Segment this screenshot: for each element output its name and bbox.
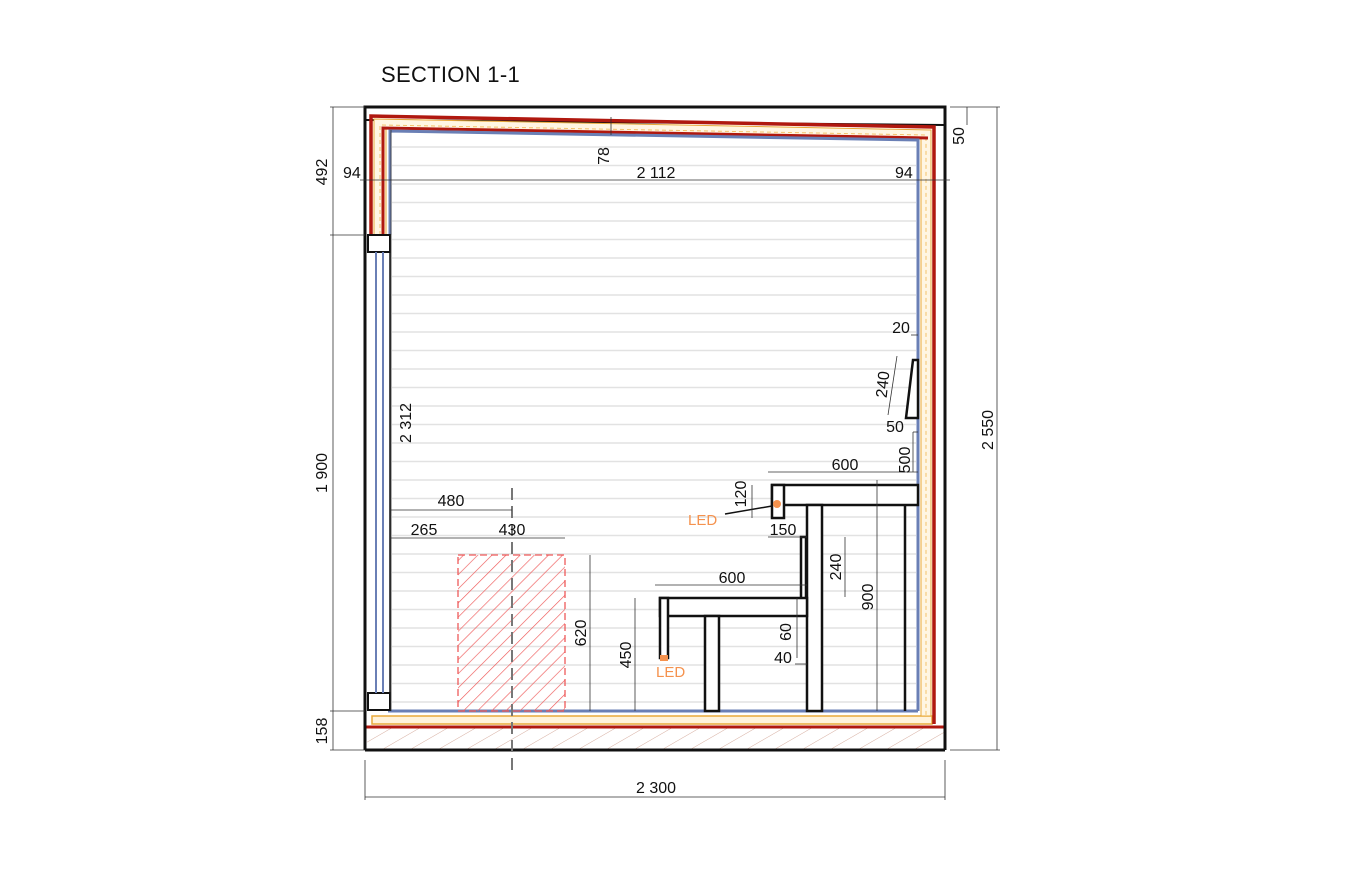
dim-window-height: 1 900 bbox=[314, 453, 331, 493]
dim-total-height: 2 550 bbox=[980, 410, 997, 450]
window bbox=[367, 234, 391, 711]
dim-high-bench-height: 900 bbox=[860, 584, 877, 611]
outer-shell bbox=[363, 105, 947, 750]
dim-backrest-to-bench: 500 bbox=[897, 447, 914, 474]
dim-roof-slope: 78 bbox=[596, 147, 613, 165]
dim-total-width: 2 300 bbox=[636, 780, 676, 797]
dim-interior-height: 2 312 bbox=[398, 403, 415, 443]
dim-floor: 158 bbox=[314, 718, 331, 745]
dim-step-offset: 150 bbox=[770, 522, 797, 539]
floor-slab bbox=[367, 727, 945, 750]
dim-backrest-height: 240 bbox=[874, 370, 894, 398]
dim-zone-center: 480 bbox=[438, 493, 465, 510]
dim-low-bench-height: 450 bbox=[618, 642, 635, 669]
backrest bbox=[904, 358, 920, 420]
dim-interior-width: 2 112 bbox=[637, 165, 676, 182]
dim-high-bench-apron: 120 bbox=[733, 481, 750, 508]
dim-slat-40: 40 bbox=[774, 650, 792, 667]
dim-zone-width: 430 bbox=[499, 522, 526, 539]
dim-zone-height: 620 bbox=[573, 620, 590, 647]
insulation-layer bbox=[373, 118, 932, 717]
section-title: SECTION 1-1 bbox=[381, 62, 520, 87]
led-light-upper bbox=[773, 500, 781, 508]
dim-left-wall: 94 bbox=[343, 165, 361, 182]
dim-backrest-bottom: 50 bbox=[886, 419, 904, 436]
dim-backrest-gap: 20 bbox=[892, 320, 910, 337]
dim-low-bench-depth: 600 bbox=[719, 570, 746, 587]
dimension-lines bbox=[330, 106, 1000, 800]
upper-bench bbox=[770, 483, 920, 713]
led-light-lower bbox=[660, 655, 668, 661]
interior-lining bbox=[388, 129, 920, 711]
dim-roof-offset: 50 bbox=[951, 127, 968, 145]
led-label-lower: LED bbox=[656, 664, 685, 681]
membrane-layer bbox=[369, 114, 936, 724]
dim-zone-offset: 265 bbox=[411, 522, 438, 539]
dim-high-bench-depth: 600 bbox=[832, 457, 859, 474]
led-label-upper: LED bbox=[688, 512, 717, 529]
dim-right-wall: 94 bbox=[895, 165, 913, 182]
dim-slat-60: 60 bbox=[778, 623, 795, 641]
dim-step-height: 240 bbox=[828, 554, 845, 581]
lower-bench bbox=[658, 596, 809, 713]
dim-top-left-height: 492 bbox=[314, 159, 331, 186]
